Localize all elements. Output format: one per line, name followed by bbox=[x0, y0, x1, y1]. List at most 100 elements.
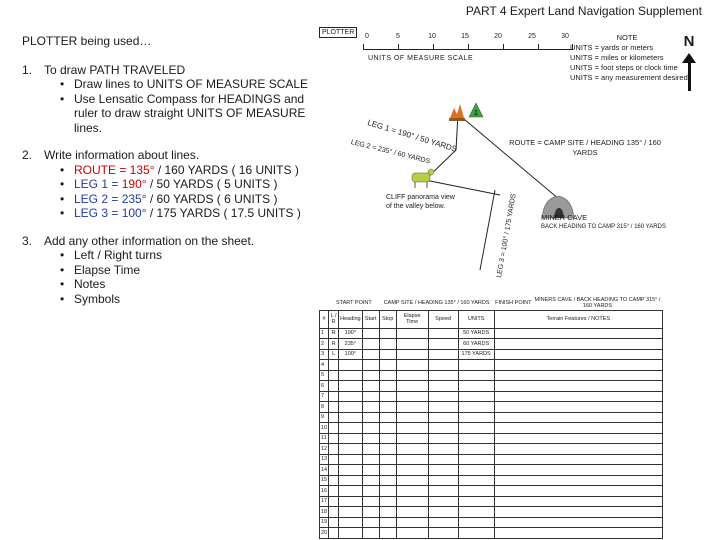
heading-cell[interactable] bbox=[338, 390, 363, 402]
turn-cell[interactable] bbox=[328, 464, 340, 476]
notes-cell[interactable] bbox=[493, 348, 664, 360]
units-cell[interactable] bbox=[457, 422, 495, 434]
elapse-cell[interactable] bbox=[395, 485, 429, 497]
stop-cell[interactable] bbox=[378, 527, 397, 539]
elapse-cell[interactable] bbox=[395, 443, 429, 455]
stop-cell[interactable] bbox=[378, 359, 397, 371]
heading-cell[interactable] bbox=[338, 369, 363, 381]
speed-cell[interactable] bbox=[427, 380, 459, 392]
start-cell[interactable] bbox=[361, 485, 380, 497]
start-cell[interactable] bbox=[361, 401, 380, 413]
elapse-cell[interactable] bbox=[395, 422, 429, 434]
stop-cell[interactable] bbox=[378, 390, 397, 402]
heading-cell[interactable] bbox=[338, 495, 363, 507]
heading-cell[interactable] bbox=[338, 506, 363, 518]
heading-cell[interactable] bbox=[338, 359, 363, 371]
turn-cell[interactable] bbox=[328, 380, 340, 392]
stop-cell[interactable] bbox=[378, 422, 397, 434]
notes-cell[interactable] bbox=[493, 432, 664, 444]
turn-cell[interactable] bbox=[328, 443, 340, 455]
elapse-cell[interactable] bbox=[395, 495, 429, 507]
speed-cell[interactable] bbox=[427, 495, 459, 507]
notes-cell[interactable] bbox=[493, 464, 664, 476]
start-cell[interactable] bbox=[361, 422, 380, 434]
speed-cell[interactable] bbox=[427, 432, 459, 444]
speed-cell[interactable] bbox=[427, 338, 459, 350]
elapse-cell[interactable] bbox=[395, 464, 429, 476]
speed-cell[interactable] bbox=[427, 401, 459, 413]
speed-cell[interactable] bbox=[427, 390, 459, 402]
start-cell[interactable] bbox=[361, 495, 380, 507]
stop-cell[interactable] bbox=[378, 338, 397, 350]
start-cell[interactable] bbox=[361, 516, 380, 528]
start-cell[interactable] bbox=[361, 464, 380, 476]
elapse-cell[interactable] bbox=[395, 369, 429, 381]
start-cell[interactable] bbox=[361, 443, 380, 455]
heading-cell[interactable] bbox=[338, 516, 363, 528]
units-cell[interactable] bbox=[457, 380, 495, 392]
elapse-cell[interactable] bbox=[395, 348, 429, 360]
heading-cell[interactable]: 100° bbox=[338, 348, 363, 360]
start-cell[interactable] bbox=[361, 411, 380, 423]
units-cell[interactable] bbox=[457, 359, 495, 371]
turn-cell[interactable] bbox=[328, 359, 340, 371]
heading-cell[interactable] bbox=[338, 380, 363, 392]
units-cell[interactable] bbox=[457, 453, 495, 465]
elapse-cell[interactable] bbox=[395, 516, 429, 528]
elapse-cell[interactable] bbox=[395, 380, 429, 392]
speed-cell[interactable] bbox=[427, 359, 459, 371]
notes-cell[interactable] bbox=[493, 443, 664, 455]
notes-cell[interactable] bbox=[493, 327, 664, 339]
heading-cell[interactable]: 235° bbox=[338, 338, 363, 350]
heading-cell[interactable] bbox=[338, 422, 363, 434]
start-cell[interactable] bbox=[361, 369, 380, 381]
notes-cell[interactable] bbox=[493, 411, 664, 423]
heading-cell[interactable] bbox=[338, 485, 363, 497]
speed-cell[interactable] bbox=[427, 506, 459, 518]
notes-cell[interactable] bbox=[493, 380, 664, 392]
elapse-cell[interactable] bbox=[395, 359, 429, 371]
units-cell[interactable]: 50 YARDS bbox=[457, 327, 495, 339]
units-cell[interactable] bbox=[457, 527, 495, 539]
notes-cell[interactable] bbox=[493, 495, 664, 507]
elapse-cell[interactable] bbox=[395, 527, 429, 539]
notes-cell[interactable] bbox=[493, 390, 664, 402]
elapse-cell[interactable] bbox=[395, 338, 429, 350]
turn-cell[interactable] bbox=[328, 369, 340, 381]
elapse-cell[interactable] bbox=[395, 411, 429, 423]
elapse-cell[interactable] bbox=[395, 390, 429, 402]
start-cell[interactable] bbox=[361, 348, 380, 360]
turn-cell[interactable]: L bbox=[328, 348, 340, 360]
notes-cell[interactable] bbox=[493, 401, 664, 413]
units-cell[interactable] bbox=[457, 369, 495, 381]
units-cell[interactable] bbox=[457, 390, 495, 402]
speed-cell[interactable] bbox=[427, 411, 459, 423]
notes-cell[interactable] bbox=[493, 422, 664, 434]
turn-cell[interactable] bbox=[328, 495, 340, 507]
heading-cell[interactable] bbox=[338, 474, 363, 486]
notes-cell[interactable] bbox=[493, 516, 664, 528]
turn-cell[interactable] bbox=[328, 432, 340, 444]
speed-cell[interactable] bbox=[427, 422, 459, 434]
heading-cell[interactable] bbox=[338, 527, 363, 539]
notes-cell[interactable] bbox=[493, 369, 664, 381]
heading-cell[interactable] bbox=[338, 401, 363, 413]
turn-cell[interactable] bbox=[328, 485, 340, 497]
heading-cell[interactable] bbox=[338, 443, 363, 455]
speed-cell[interactable] bbox=[427, 348, 459, 360]
units-cell[interactable] bbox=[457, 495, 495, 507]
start-cell[interactable] bbox=[361, 474, 380, 486]
stop-cell[interactable] bbox=[378, 348, 397, 360]
turn-cell[interactable] bbox=[328, 411, 340, 423]
speed-cell[interactable] bbox=[427, 327, 459, 339]
units-cell[interactable]: 175 YARDS bbox=[457, 348, 495, 360]
turn-cell[interactable]: R bbox=[328, 338, 340, 350]
turn-cell[interactable] bbox=[328, 506, 340, 518]
notes-cell[interactable] bbox=[493, 453, 664, 465]
units-cell[interactable] bbox=[457, 411, 495, 423]
stop-cell[interactable] bbox=[378, 432, 397, 444]
speed-cell[interactable] bbox=[427, 453, 459, 465]
notes-cell[interactable] bbox=[493, 485, 664, 497]
units-cell[interactable] bbox=[457, 401, 495, 413]
elapse-cell[interactable] bbox=[395, 327, 429, 339]
